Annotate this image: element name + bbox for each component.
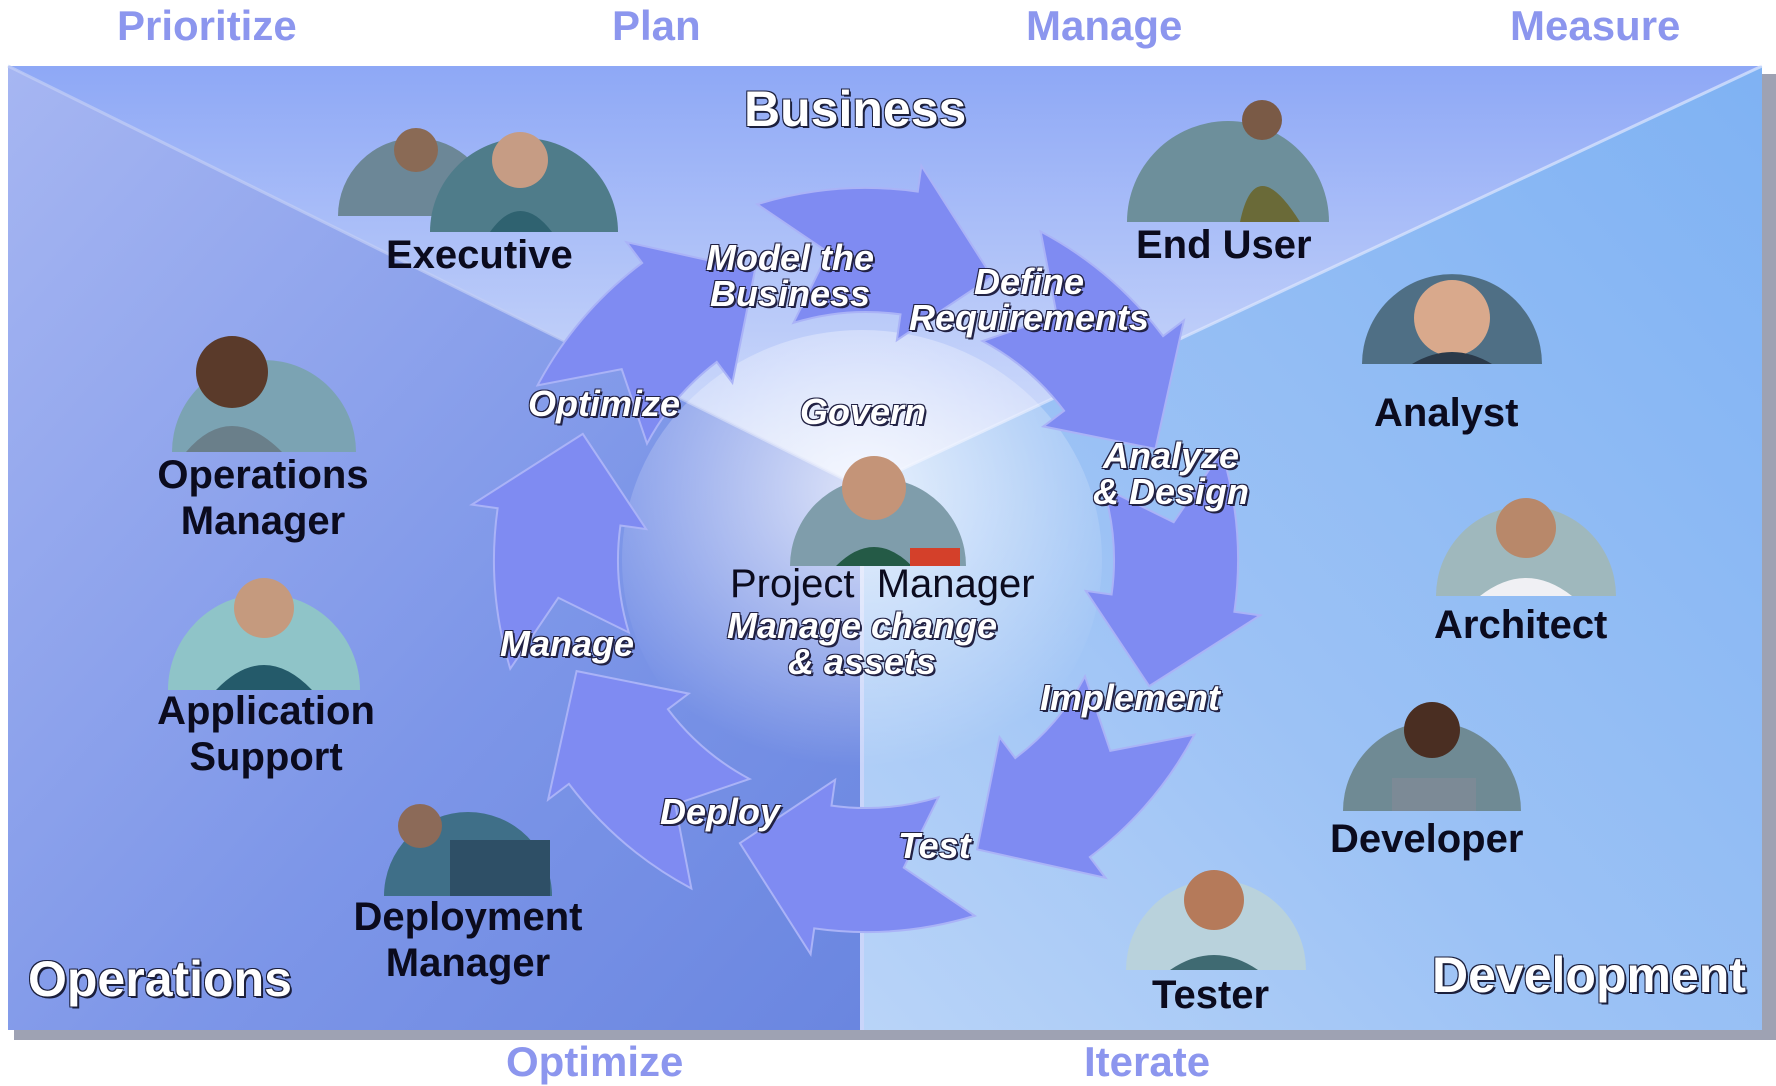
region-business: Business xyxy=(744,81,967,137)
role-deployment-manager: Deployment Manager xyxy=(344,894,592,986)
role-architect: Architect xyxy=(1434,603,1608,647)
role-end-user: End User xyxy=(1136,223,1312,267)
arrow-model xyxy=(535,240,757,447)
deployment-manager-photo xyxy=(384,804,552,896)
role-deployment-manager-line2: Manager xyxy=(385,941,551,985)
arrow-manage xyxy=(546,669,753,891)
header-plan: Plan xyxy=(612,2,701,49)
phase-implement: Implement xyxy=(1040,677,1221,718)
project-manager-title: Project Manager xyxy=(730,562,1035,606)
header-prioritize: Prioritize xyxy=(117,2,297,49)
phase-deploy: Deploy xyxy=(660,791,781,832)
role-operations-manager: Operations Manager xyxy=(150,452,376,544)
phase-model-line2: Business xyxy=(709,273,871,314)
analyst-photo xyxy=(1362,274,1542,364)
phase-define-line2: Requirements xyxy=(908,297,1150,338)
architect-photo xyxy=(1436,498,1616,596)
phase-model-line1: Model the xyxy=(706,237,874,278)
tester-photo xyxy=(1126,870,1306,970)
role-application-support-line1: Application xyxy=(157,689,375,733)
phase-analyze-design: Analyze & Design xyxy=(1076,438,1266,510)
center-govern: Govern xyxy=(800,391,927,432)
role-tester: Tester xyxy=(1152,973,1270,1017)
role-executive: Executive xyxy=(386,233,573,277)
role-application-support: Application Support xyxy=(148,688,384,780)
operations-manager-photo xyxy=(172,336,356,452)
footer-iterate: Iterate xyxy=(1084,1038,1211,1085)
project-manager-activity-line1: Manage change xyxy=(726,605,998,646)
phase-analyze-line2: & Design xyxy=(1092,471,1250,512)
phase-define-line1: Define xyxy=(973,261,1085,302)
phase-optimize: Optimize xyxy=(528,383,681,424)
header-manage: Manage xyxy=(1026,2,1183,49)
role-application-support-line2: Support xyxy=(189,735,343,779)
role-operations-manager-line1: Operations xyxy=(157,453,369,497)
header-measure: Measure xyxy=(1510,2,1681,49)
role-operations-manager-line2: Manager xyxy=(180,499,346,543)
arrow-test xyxy=(975,673,1197,880)
arrow-analyze xyxy=(979,229,1186,451)
region-operations: Operations xyxy=(28,951,292,1007)
phase-manage: Manage xyxy=(500,623,635,664)
project-manager-photo xyxy=(790,456,966,566)
developer-photo xyxy=(1343,702,1521,811)
project-manager-activity-line2: & assets xyxy=(787,641,937,682)
arrow-define xyxy=(754,163,994,343)
role-analyst: Analyst xyxy=(1374,391,1519,435)
application-support-photo xyxy=(168,578,360,690)
footer-optimize: Optimize xyxy=(506,1038,684,1085)
role-deployment-manager-line1: Deployment xyxy=(353,895,583,939)
executive-photo xyxy=(338,128,618,232)
project-manager-activity: Manage change & assets xyxy=(712,608,1012,680)
arrow-optimize xyxy=(469,432,649,672)
phase-test: Test xyxy=(898,825,971,866)
phase-define-requirements: Define Requirements xyxy=(904,264,1154,336)
phase-model-business: Model the Business xyxy=(700,240,880,312)
arrow-deploy xyxy=(738,777,978,957)
arrow-implement xyxy=(1083,448,1263,688)
region-development: Development xyxy=(1432,947,1746,1003)
lifecycle-cycle xyxy=(469,163,1263,957)
end-user-photo xyxy=(1127,100,1329,222)
role-developer: Developer xyxy=(1330,817,1524,861)
phase-analyze-line1: Analyze xyxy=(1102,435,1240,476)
